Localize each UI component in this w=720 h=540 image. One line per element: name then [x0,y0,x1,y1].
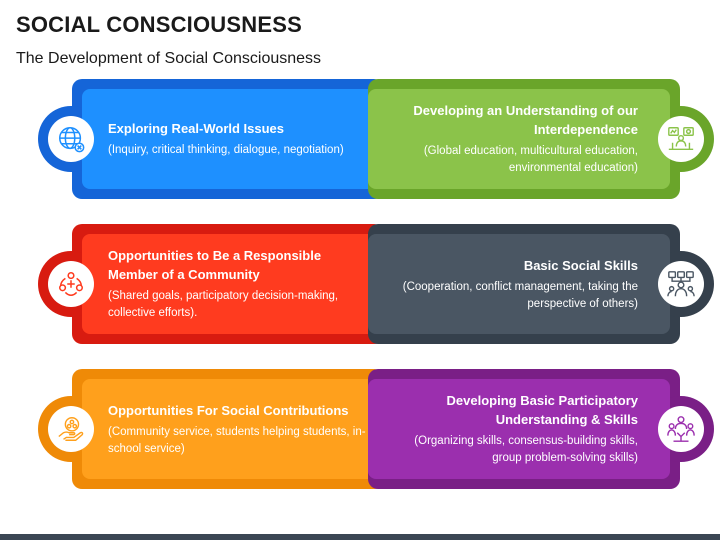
card-responsible: Opportunities to Be a Responsible Member… [38,224,384,344]
team-skills-icon [658,406,704,452]
community-icon [48,261,94,307]
hand-care-icon [48,406,94,452]
card-social-skills: Basic Social Skills (Cooperation, confli… [368,224,714,344]
card-heading: Opportunities For Social Contributions [108,402,349,418]
page-subtitle: The Development of Social Consciousness [16,50,322,67]
card-heading: Opportunities to Be a Responsible Member… [108,248,322,282]
card-heading: Exploring Real-World Issues [108,121,285,136]
page-title: SOCIAL CONSCIOUSNESS [16,12,302,37]
card-description: (Community service, students helping stu… [108,425,366,455]
card-description: (Organizing skills, consensus-building s… [414,435,638,464]
card-exploring: Exploring Real-World Issues (Inquiry, cr… [38,79,384,199]
card-description: (Shared goals, participatory decision-ma… [108,290,339,319]
card-description: (Inquiry, critical thinking, dialogue, n… [108,144,344,156]
network-people-icon [658,261,704,307]
card-contributions: Opportunities For Social Contributions (… [38,369,384,489]
education-icon [658,116,704,162]
bottom-bar [0,534,720,540]
card-participatory: Developing Basic Participatory Understan… [368,369,714,489]
card-heading: Developing Basic Participatory Understan… [446,393,638,427]
card-interdependence: Developing an Understanding of our Inter… [368,79,714,199]
card-description: (Global education, multicultural educati… [423,145,638,174]
card-description: (Cooperation, conflict management, takin… [402,280,638,310]
card-heading: Basic Social Skills [523,257,638,273]
card-heading: Developing an Understanding of our Inter… [413,103,638,137]
globe-icon [48,116,94,162]
